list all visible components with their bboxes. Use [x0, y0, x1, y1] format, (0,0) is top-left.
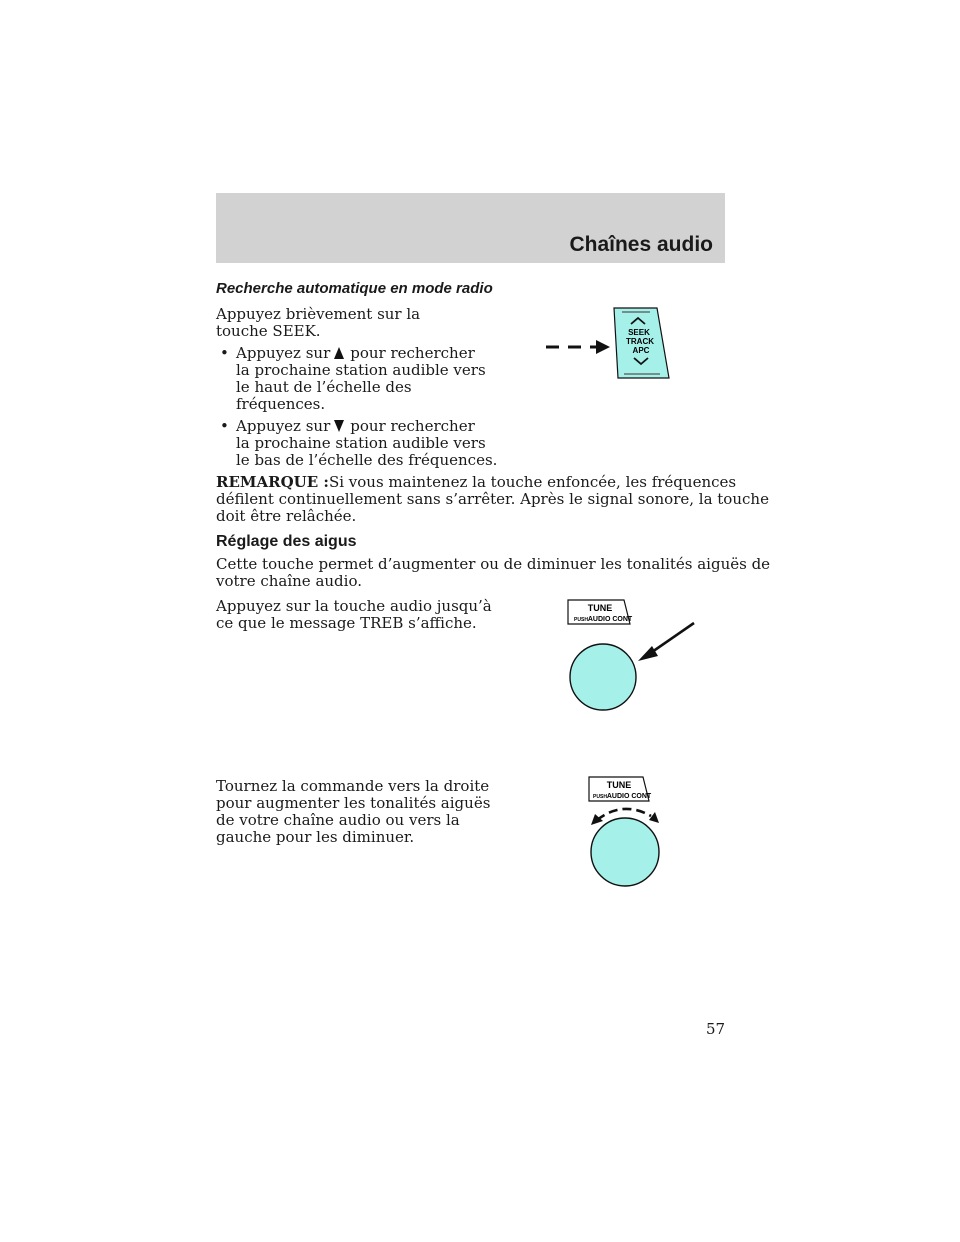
- tune-label: TUNE: [607, 780, 632, 790]
- seek-note-line-3: doit être relâchée.: [216, 507, 357, 525]
- seek-heading: Recherche automatique en mode radio: [216, 280, 493, 297]
- audio-knob: [569, 643, 637, 711]
- treble-step-2-line-3: de votre chaîne audio ou vers la: [216, 811, 460, 829]
- bullet-marker: •: [220, 417, 229, 435]
- apc-label: APC: [633, 346, 650, 355]
- seek-bullet-2-line-1: Appuyez sur pour rechercher: [236, 418, 475, 435]
- arrow-down-icon: [334, 420, 345, 432]
- seek-bullet-2-line-2: la prochaine station audible vers: [236, 434, 486, 452]
- seek-track-apc-button: SEEK TRACK APC: [613, 307, 670, 379]
- seek-intro-line-1: Appuyez brièvement sur la: [216, 305, 421, 323]
- seek-label: SEEK: [628, 328, 650, 337]
- seek-bullet-1-line-1: Appuyez sur pour rechercher: [236, 345, 475, 362]
- seek-bullet-2-prefix: Appuyez sur: [236, 417, 331, 435]
- seek-intro-line-2: touche SEEK.: [216, 322, 321, 340]
- section-title: Chaînes audio: [569, 233, 713, 256]
- section-header-band: Chaînes audio: [216, 193, 725, 263]
- treble-desc-line-2: votre chaîne audio.: [216, 572, 362, 590]
- seek-button-illustration: SEEK TRACK APC: [546, 307, 670, 379]
- treble-heading: Réglage des aigus: [216, 533, 357, 550]
- treble-desc-line-1: Cette touche permet d’augmenter ou de di…: [216, 555, 771, 573]
- rotate-arrows-icon: [591, 807, 659, 825]
- seek-bullet-2-line-3: le bas de l’échelle des fréquences.: [236, 451, 498, 469]
- arrow-up-icon: [334, 347, 345, 359]
- seek-bullet-1-line-4: fréquences.: [236, 395, 326, 413]
- seek-bullet-1-suffix: pour rechercher: [350, 344, 475, 362]
- tune-label: TUNE: [588, 603, 613, 613]
- treble-step-2-line-2: pour augmenter les tonalités aiguës: [216, 794, 491, 812]
- seek-bullet-1-line-3: le haut de l’échelle des: [236, 378, 412, 396]
- seek-bullet-1-line-2: la prochaine station audible vers: [236, 361, 486, 379]
- tune-audio-label-plate: TUNE PUSH AUDIO CONT: [567, 599, 633, 625]
- audio-knob: [590, 817, 660, 887]
- track-label: TRACK: [626, 337, 654, 346]
- push-arrow-icon: [638, 621, 695, 661]
- seek-bullet-2-suffix: pour rechercher: [350, 417, 475, 435]
- audio-cont-label: AUDIO CONT: [607, 793, 652, 800]
- treble-step-2-line-4: gauche pour les diminuer.: [216, 828, 415, 846]
- treble-step-2-line-1: Tournez la commande vers la droite: [216, 777, 490, 795]
- treble-step-1-line-2: ce que le message TREB s’affiche.: [216, 614, 477, 632]
- page-number: 57: [706, 1020, 726, 1038]
- chevron-up-icon: [630, 316, 646, 325]
- bullet-marker: •: [220, 344, 229, 362]
- audio-knob-push-illustration: TUNE PUSH AUDIO CONT: [567, 599, 695, 711]
- seek-note-line-1: REMARQUE :Si vous maintenez la touche en…: [216, 474, 736, 491]
- tune-audio-label-plate: TUNE PUSH AUDIO CONT: [588, 776, 652, 802]
- push-label: PUSH: [593, 794, 607, 800]
- seek-bullet-1-prefix: Appuyez sur: [236, 344, 331, 362]
- audio-knob-rotate-illustration: TUNE PUSH AUDIO CONT: [588, 776, 660, 887]
- audio-cont-label: AUDIO CONT: [588, 616, 633, 623]
- seek-note-line-2: défilent continuellement sans s’arrêter.…: [216, 490, 769, 508]
- treble-step-1-line-1: Appuyez sur la touche audio jusqu’à: [216, 597, 492, 615]
- chevron-down-icon: [633, 357, 649, 366]
- note-label: REMARQUE :: [216, 473, 329, 491]
- dashed-arrow-icon: [546, 340, 610, 354]
- push-label: PUSH: [574, 617, 588, 623]
- note-text: Si vous maintenez la touche enfoncée, le…: [328, 473, 737, 491]
